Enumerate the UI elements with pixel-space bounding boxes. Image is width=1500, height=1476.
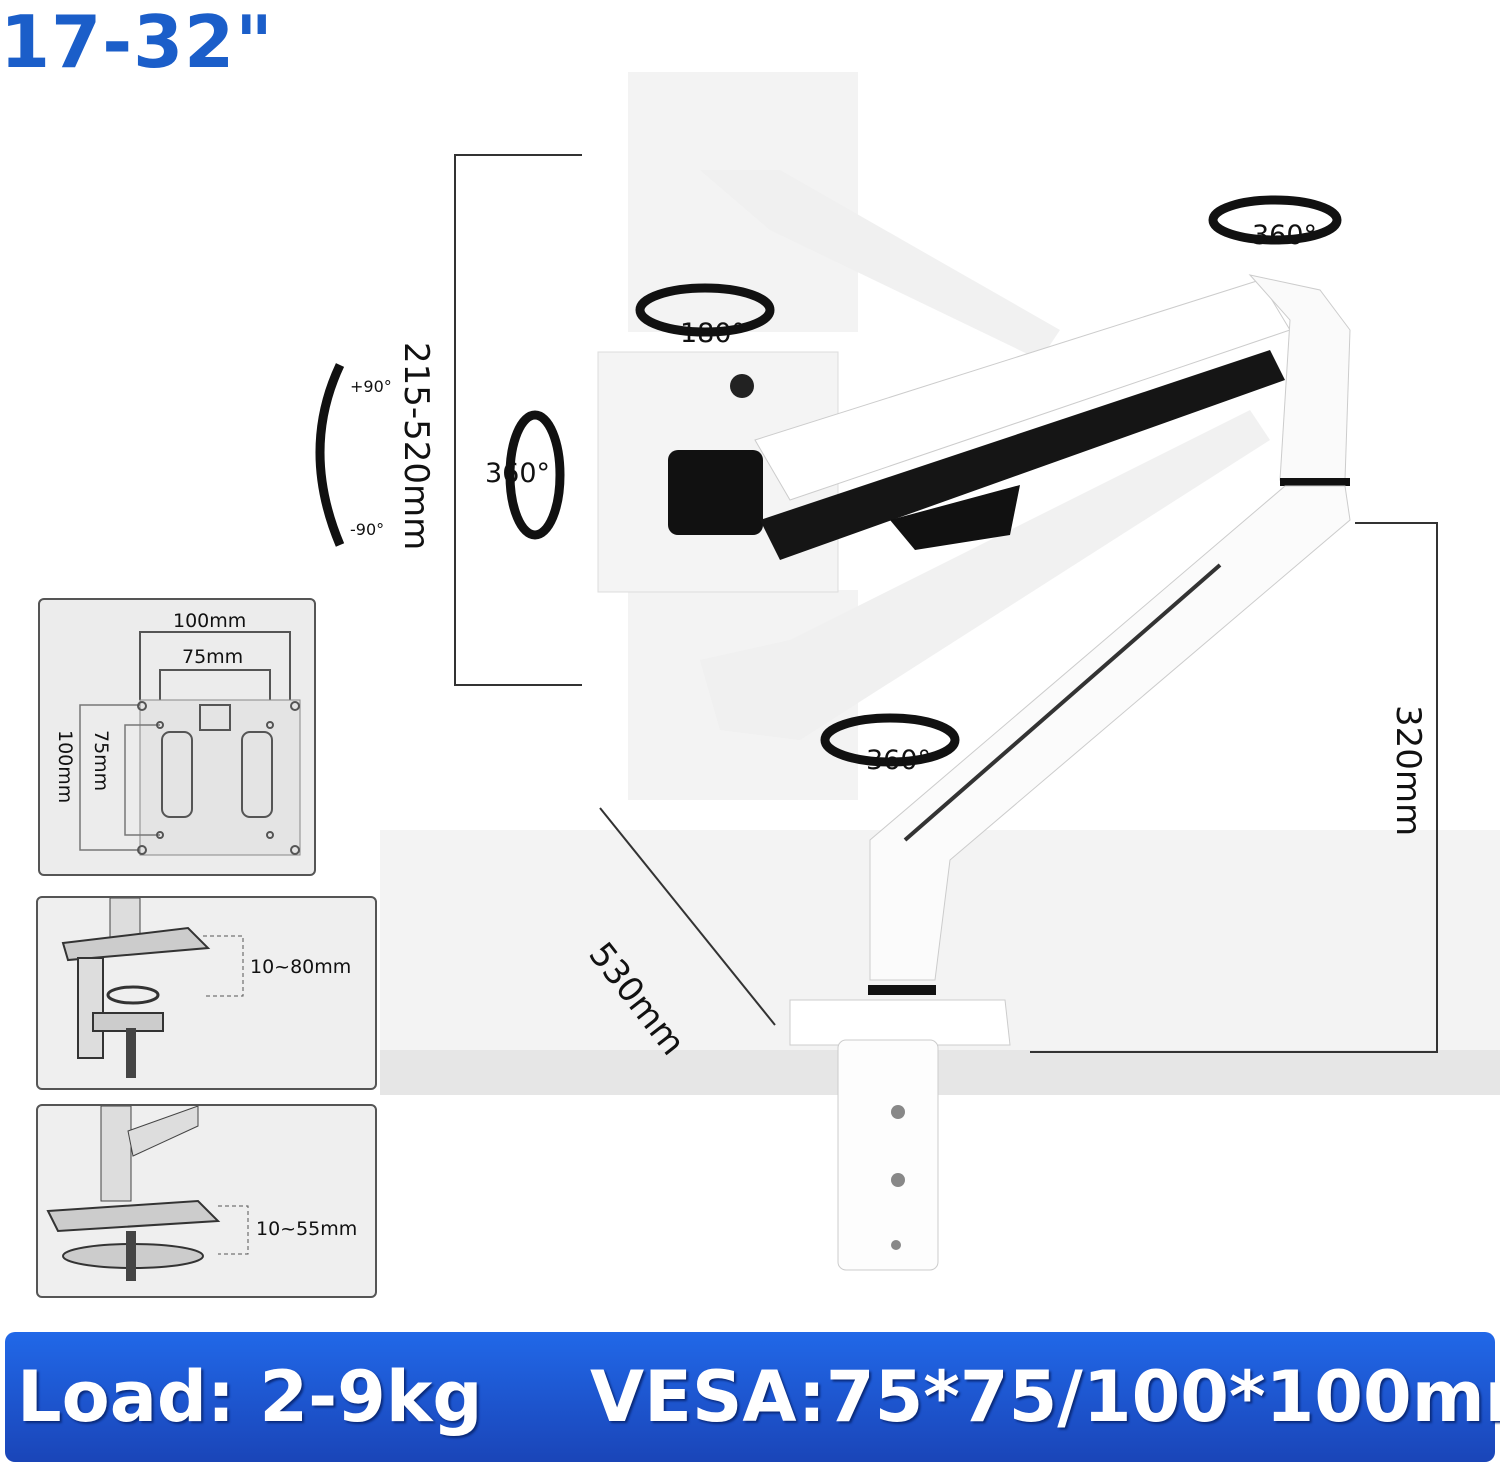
spec-banner: Load: 2-9kg VESA:75*75/100*100mm (5, 1332, 1500, 1462)
clamp-diagram: 10~80mm (36, 896, 377, 1090)
grommet-range-label: 10~55mm (256, 1218, 358, 1240)
tilt-minus-label: -90° (350, 520, 385, 539)
vesa-width-outer: 100mm (173, 610, 247, 632)
rotation-arrows (315, 195, 1342, 767)
pole-height-line (1030, 522, 1438, 1053)
lower-arm (869, 485, 1351, 981)
size-range-title: 17-32" (0, 0, 274, 84)
load-spec: Load: 2-9kg (17, 1356, 483, 1438)
tilt-plus-label: +90° (350, 377, 392, 396)
clamp-range-label: 10~80mm (250, 956, 352, 978)
ghost-lower-arm (628, 410, 1270, 800)
ghost-upper-arm (628, 72, 1060, 360)
height-range-label: 215-520mm (396, 342, 436, 551)
grommet-diagram: 10~55mm (36, 1104, 377, 1298)
vesa-width-inner: 75mm (182, 646, 244, 668)
extension-line (599, 807, 776, 1026)
vesa-spec: VESA:75*75/100*100mm (590, 1356, 1500, 1438)
desk-edge (380, 1050, 1500, 1095)
rotation-label-tilt-top: 180° (680, 318, 746, 349)
rotation-label-lower: 360° (866, 745, 932, 776)
vesa-height-outer: 100mm (54, 730, 76, 804)
rotation-label-top-right: 360° (1252, 220, 1318, 251)
vesa-height-inner: 75mm (90, 730, 112, 792)
vesa-diagram: 100mm 75mm 75mm 100mm (38, 598, 316, 876)
pole-height-label: 320mm (1388, 705, 1428, 837)
rotation-label-left: 360° (485, 458, 551, 489)
upper-arm-black-link (760, 350, 1285, 560)
clamp-base (789, 999, 1011, 1046)
clamp-body (837, 1039, 939, 1271)
height-range-line (454, 154, 582, 686)
